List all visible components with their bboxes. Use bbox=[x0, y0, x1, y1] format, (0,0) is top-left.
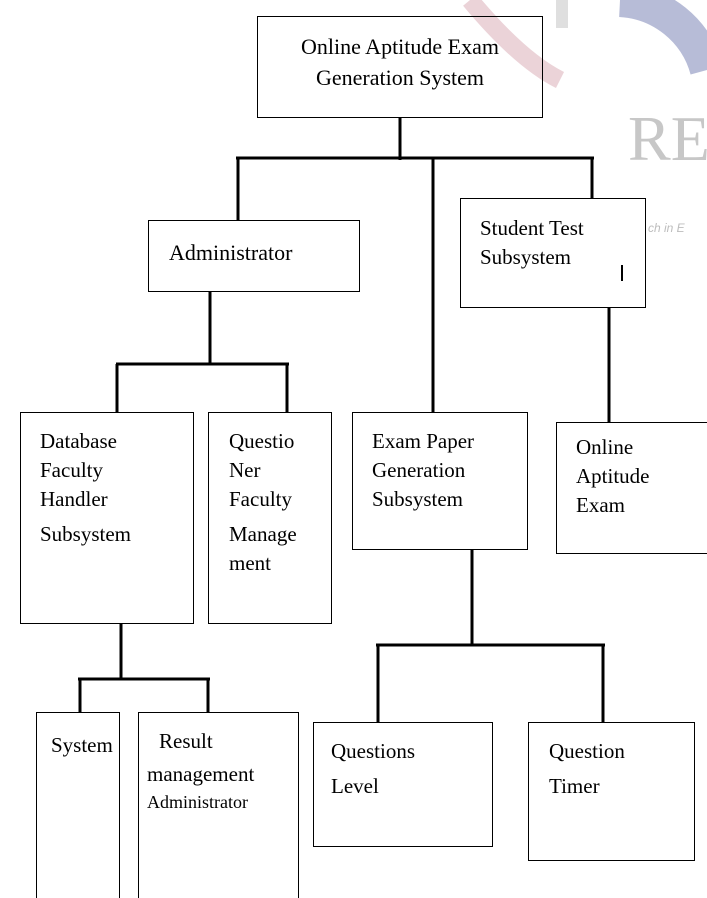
node-student-test-line-2: Subsystem bbox=[480, 245, 572, 269]
node-question-timer-line-2: Timer bbox=[549, 774, 600, 798]
node-administrator-line-1: Administrator bbox=[169, 240, 293, 265]
node-questioner-faculty-line-1: Questio bbox=[229, 429, 295, 453]
text-cursor-mark bbox=[621, 265, 623, 281]
node-result-management: Result management Administrator bbox=[138, 712, 299, 898]
node-database-faculty: Database Faculty Handler Subsystem bbox=[20, 412, 194, 624]
node-system: System bbox=[36, 712, 120, 898]
node-administrator: Administrator bbox=[148, 220, 360, 292]
node-question-timer: Question Timer bbox=[528, 722, 695, 861]
node-questions-level: Questions Level bbox=[313, 722, 493, 847]
node-result-management-line-1: Result bbox=[159, 729, 213, 753]
watermark-tagline: ch in E bbox=[648, 221, 686, 235]
node-root-line-1: Online Aptitude Exam bbox=[301, 34, 499, 59]
node-online-exam-line-2: Aptitude bbox=[576, 464, 650, 488]
node-result-management-line-2: management bbox=[147, 762, 255, 786]
node-system-line-1: System bbox=[51, 733, 113, 757]
node-exam-paper-line-1: Exam Paper bbox=[372, 429, 475, 453]
node-root-line-2: Generation System bbox=[315, 65, 485, 90]
node-online-exam-line-3: Exam bbox=[576, 493, 625, 517]
node-online-exam: Online Aptitude Exam bbox=[556, 422, 707, 554]
node-questioner-faculty-line-4: Manage bbox=[229, 522, 297, 546]
node-questioner-faculty: Questio Ner Faculty Manage ment bbox=[208, 412, 332, 624]
node-questions-level-line-1: Questions bbox=[331, 739, 415, 763]
watermark-red-arc bbox=[463, 0, 565, 89]
watermark-letters: RE bbox=[628, 103, 707, 174]
node-student-test: Student Test Subsystem bbox=[460, 198, 646, 308]
node-database-faculty-line-1: Database bbox=[40, 429, 117, 453]
node-database-faculty-line-4: Subsystem bbox=[40, 522, 132, 546]
node-questioner-faculty-line-5: ment bbox=[229, 551, 271, 575]
node-database-faculty-line-3: Handler bbox=[40, 487, 108, 511]
node-questioner-faculty-line-3: Faculty bbox=[229, 487, 292, 511]
node-exam-paper: Exam Paper Generation Subsystem bbox=[352, 412, 528, 550]
node-question-timer-line-1: Question bbox=[549, 739, 625, 763]
node-exam-paper-line-3: Subsystem bbox=[372, 487, 464, 511]
node-online-exam-line-1: Online bbox=[576, 435, 634, 459]
node-root: Online Aptitude Exam Generation System bbox=[257, 16, 543, 118]
node-student-test-line-1: Student Test bbox=[480, 216, 584, 240]
watermark-grey-block bbox=[556, 0, 568, 28]
watermark-blue-arc bbox=[618, 0, 707, 76]
node-result-management-line-3: Administrator bbox=[147, 792, 248, 812]
node-questioner-faculty-line-2: Ner bbox=[229, 458, 261, 482]
node-questions-level-line-2: Level bbox=[331, 774, 379, 798]
node-exam-paper-line-2: Generation bbox=[372, 458, 466, 482]
node-database-faculty-line-2: Faculty bbox=[40, 458, 103, 482]
